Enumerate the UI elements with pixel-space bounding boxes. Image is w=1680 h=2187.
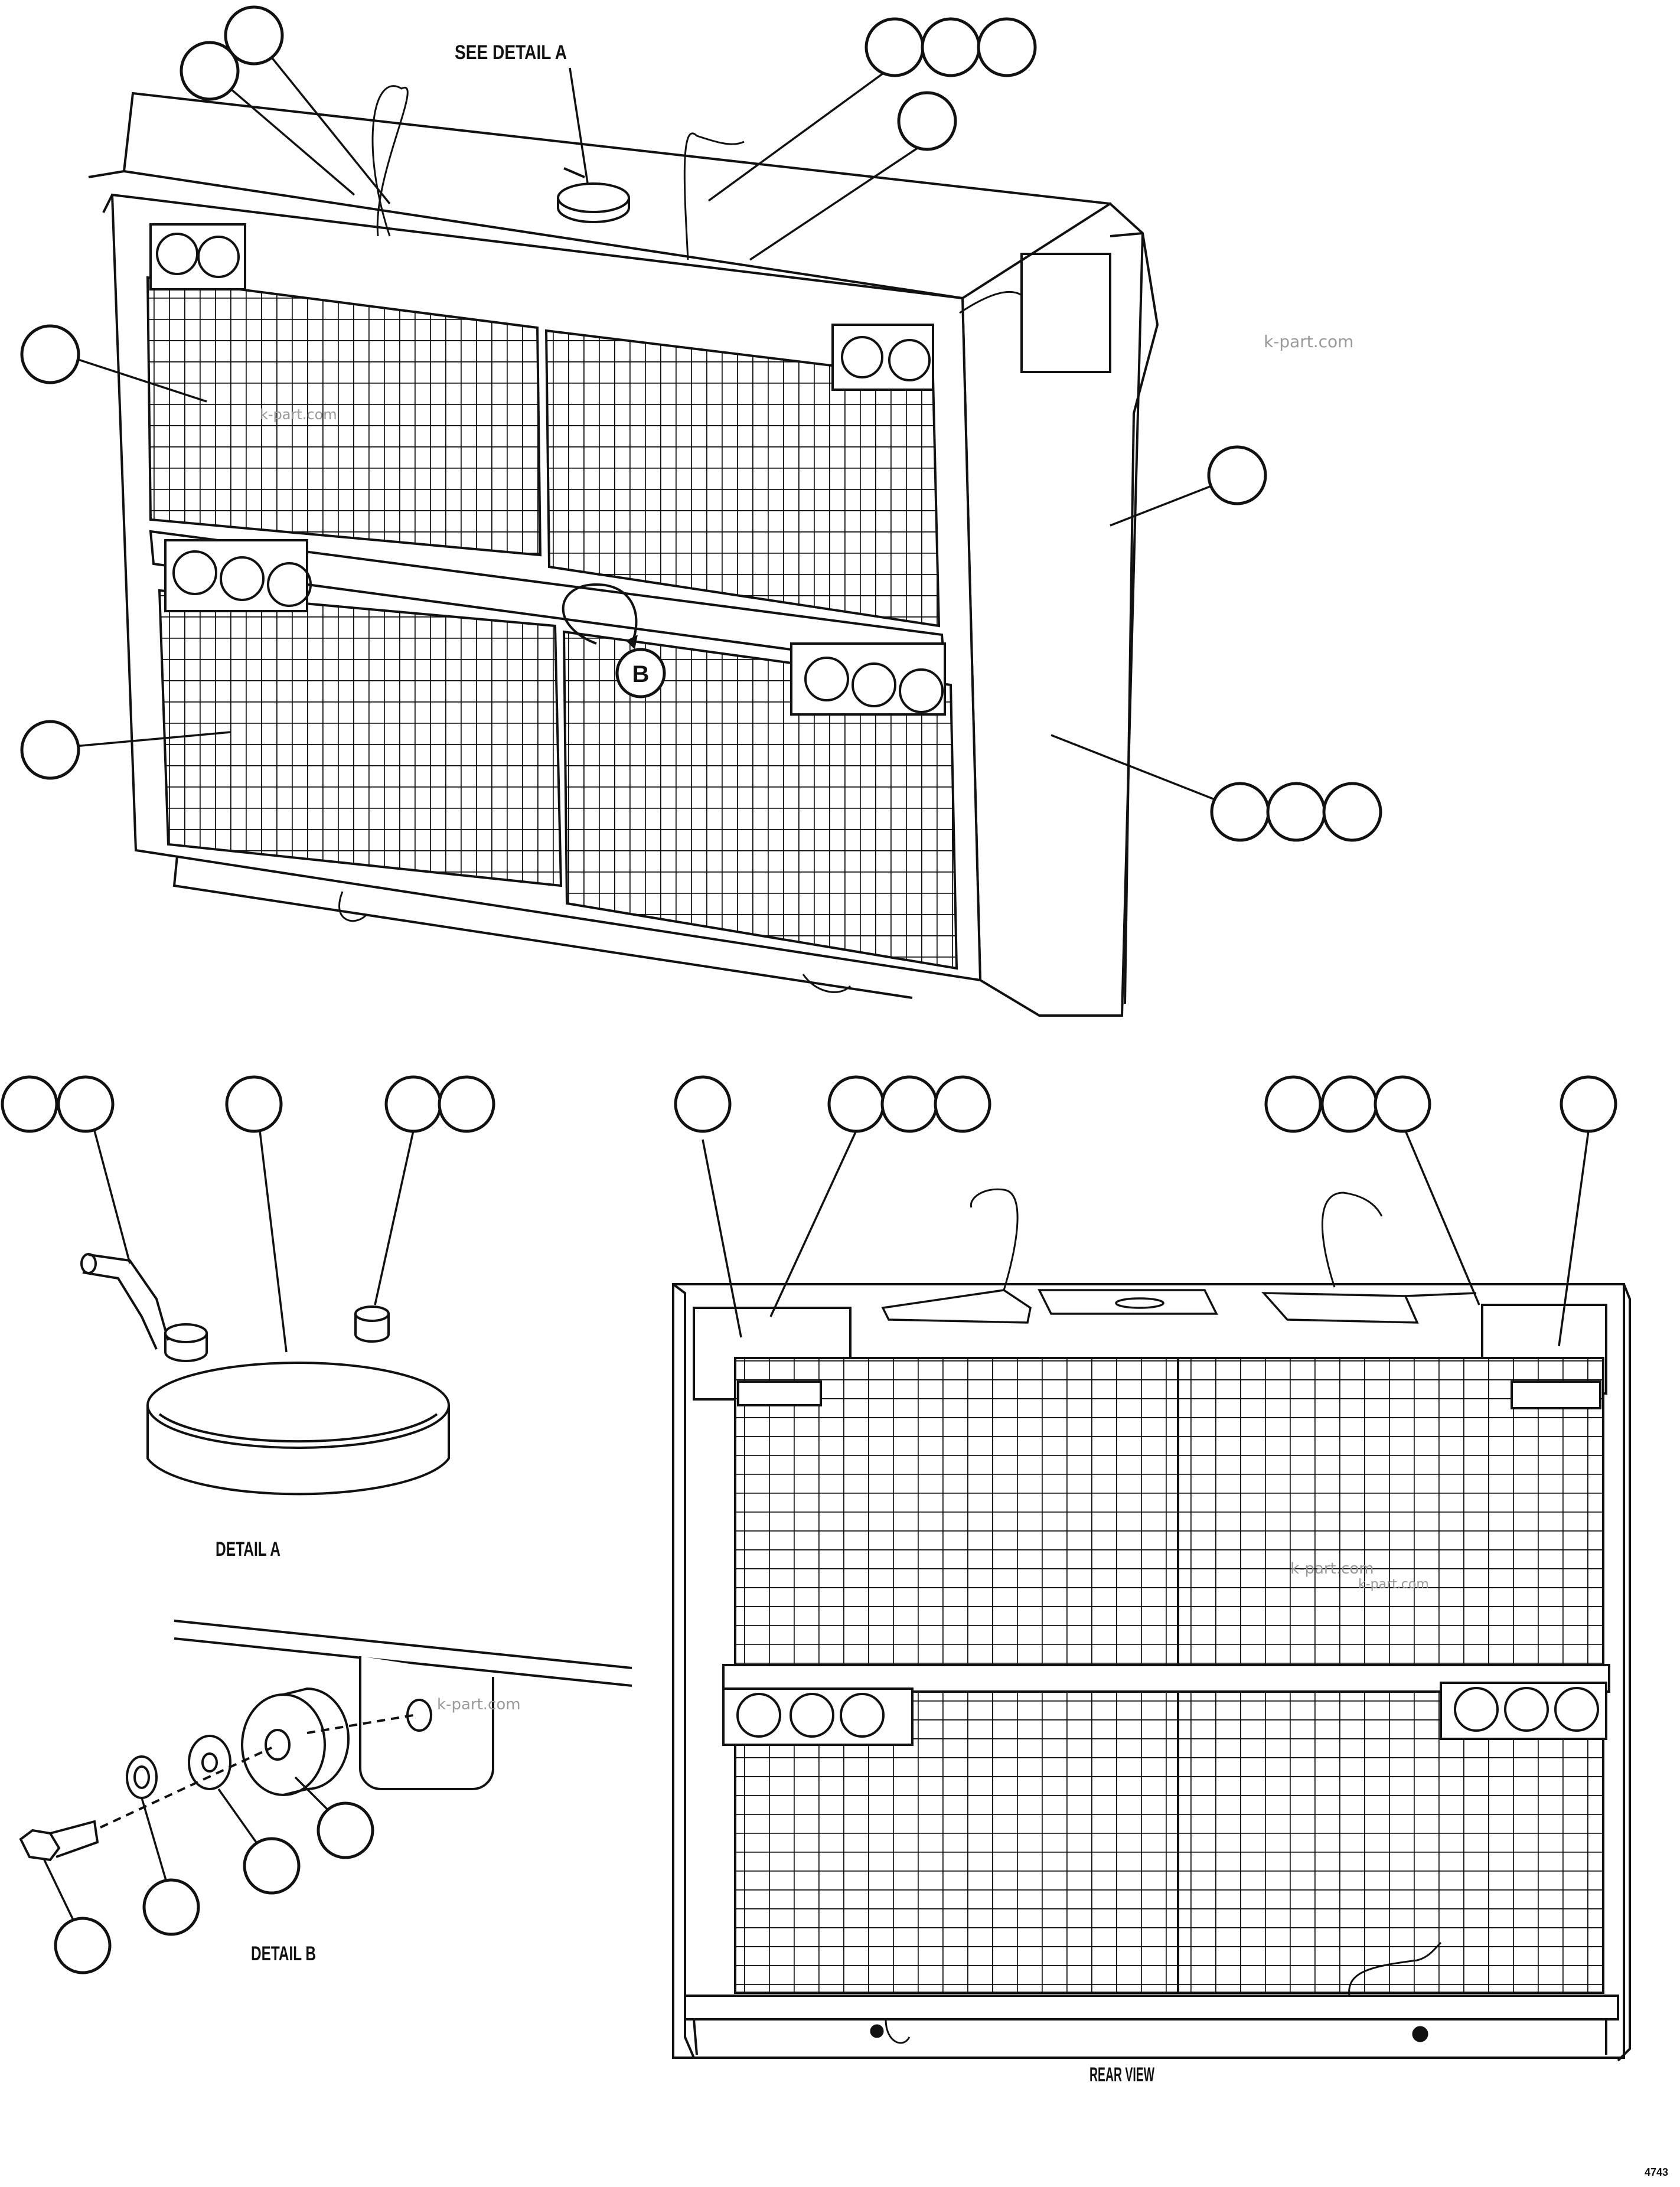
rear-view: REAR VIEW k-part.com k-part.com — [672, 1075, 1631, 2086]
watermark-2: k-part.com — [260, 406, 337, 423]
watermark-3: k-part.com — [437, 1696, 521, 1713]
detail-b-label: DETAIL B — [251, 1943, 316, 1965]
watermark-5: k-part.com — [1358, 1577, 1429, 1592]
see-detail-a-label: SEE DETAIL A — [455, 41, 567, 64]
rear-harness-wires — [870, 1188, 1442, 2044]
detail-a-callout-balloons — [1, 1075, 495, 1133]
filler-cap-detail — [80, 1253, 450, 1496]
front-leader-lines — [61, 34, 1232, 807]
front-fan-groups — [149, 223, 946, 716]
detail-a-leader-lines — [93, 1130, 415, 1353]
watermark-4: k-part.com — [1290, 1560, 1374, 1578]
detail-b-view: DETAIL B k-part.com — [19, 1620, 632, 1974]
front-harness-wires — [338, 85, 1022, 993]
front-grill-panels — [146, 276, 958, 970]
drawing-number: 4743 — [1645, 2166, 1668, 2178]
mounting-hardware-detail — [19, 1620, 632, 1862]
rear-leader-lines — [702, 1130, 1590, 1347]
rear-top-brackets — [881, 1289, 1477, 1324]
watermark-1: k-part.com — [1264, 332, 1353, 351]
front-callout-balloons — [20, 5, 1382, 842]
rear-fan-groups — [722, 1380, 1607, 1746]
detail-a-label: DETAIL A — [216, 1538, 280, 1561]
detail-b-marker-label: B — [632, 661, 650, 687]
detail-b-callout-balloons — [54, 1801, 374, 1974]
detail-a-view: DETAIL A — [1, 1075, 495, 1561]
front-isometric-view: B SEE DETAI — [20, 5, 1382, 1017]
rear-view-label: REAR VIEW — [1089, 2064, 1155, 2086]
rear-callout-balloons — [674, 1075, 1617, 1133]
detail-b-marker: B — [562, 583, 666, 698]
front-filler-cap — [557, 167, 630, 223]
